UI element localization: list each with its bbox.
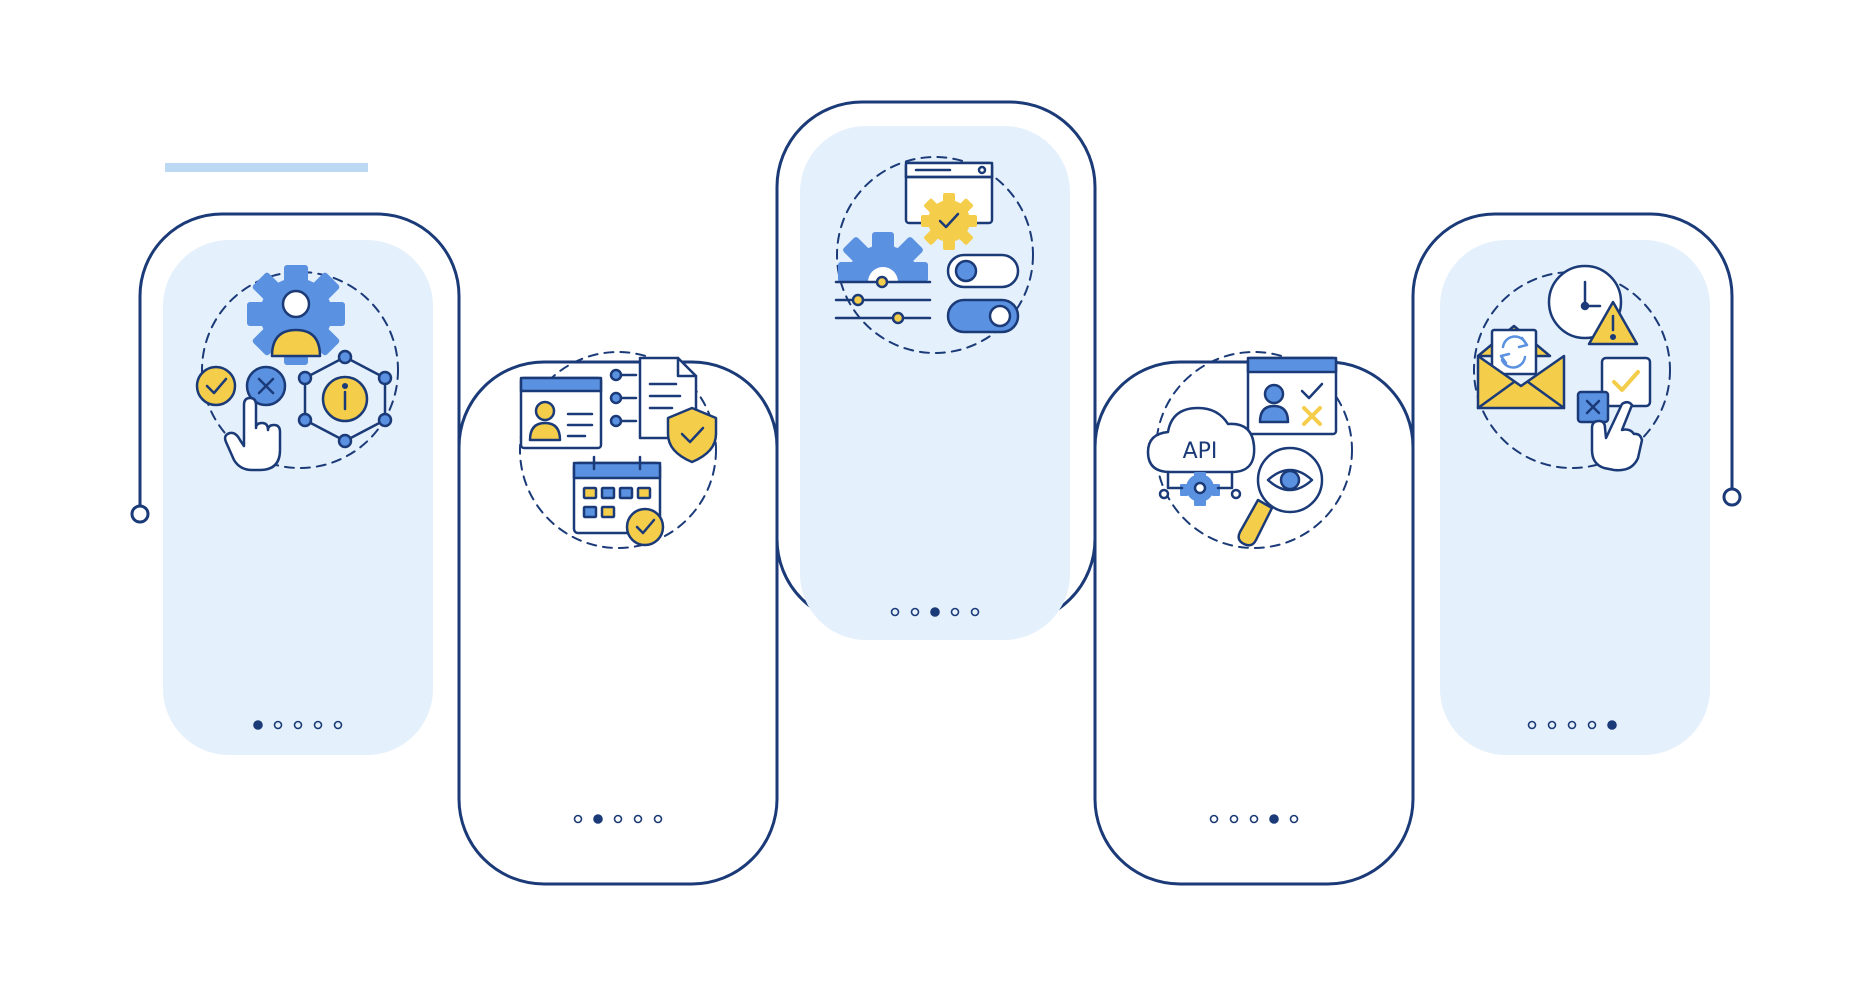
api-label: API: [1183, 439, 1218, 464]
pointing-hand-icon: [223, 396, 282, 472]
indicator-dot: [1547, 720, 1557, 730]
envelope-refresh-icon: [1476, 324, 1566, 410]
api-monitoring-icon: API: [1146, 351, 1353, 549]
indicator-dot: [1567, 720, 1577, 730]
page-indicator-3: [890, 607, 980, 617]
indicator-dot: [333, 720, 343, 730]
indicator-dot: [313, 720, 323, 730]
indicator-dot: [633, 814, 643, 824]
half-gear-icon: [838, 232, 928, 282]
cloud-api-icon: API: [1146, 406, 1256, 506]
indicator-dot-active: [593, 814, 603, 824]
card-2-outline: [457, 360, 779, 886]
email-notification-approval-icon: [1473, 264, 1671, 472]
indicator-dot: [890, 607, 900, 617]
accent-bar: [165, 163, 368, 172]
settings-check-icon: [921, 193, 977, 250]
page-indicator-2: [573, 814, 663, 824]
profile-card-icon: [519, 376, 603, 450]
page-indicator-5: [1527, 720, 1617, 730]
indicator-dot-active: [930, 607, 940, 617]
indicator-dot: [910, 607, 920, 617]
indicator-dot: [573, 814, 583, 824]
indicator-dot: [1527, 720, 1537, 730]
indicator-dot: [613, 814, 623, 824]
system-configuration-toggles-icon: [834, 156, 1034, 354]
user-icon: [270, 328, 322, 358]
pointing-hand-icon: [1590, 401, 1644, 472]
approve-reject-icon: [1576, 356, 1652, 424]
indicator-dot: [970, 607, 980, 617]
shield-check-icon: [666, 406, 718, 464]
page-indicator-4: [1209, 814, 1299, 824]
indicator-dot-active: [1607, 720, 1617, 730]
magnifier-eye-icon: [1237, 446, 1324, 547]
indicator-dot-active: [253, 720, 263, 730]
profile-document-calendar-icon: [519, 351, 718, 549]
end-node: [1722, 487, 1742, 507]
info-network-icon: [297, 349, 393, 449]
checklist-icon: [609, 368, 638, 428]
indicator-dot: [273, 720, 283, 730]
indicator-dot: [1289, 814, 1299, 824]
calendar-icon: [572, 455, 665, 547]
indicator-dot: [293, 720, 303, 730]
check-badge-icon: [195, 365, 237, 407]
indicator-dot: [1587, 720, 1597, 730]
user-settings-network-icon: [195, 265, 399, 472]
start-node: [130, 504, 150, 524]
indicator-dot: [1229, 814, 1239, 824]
indicator-dot: [1249, 814, 1259, 824]
warning-icon: [1587, 300, 1639, 346]
toggle-switches-icon: [946, 253, 1020, 334]
indicator-dot: [653, 814, 663, 824]
indicator-dot: [950, 607, 960, 617]
slider-lines-icon: [834, 275, 932, 325]
page-indicator-1: [253, 720, 343, 730]
profile-window-icon: [1246, 356, 1338, 436]
indicator-dot-active: [1269, 814, 1279, 824]
indicator-dot: [1209, 814, 1219, 824]
